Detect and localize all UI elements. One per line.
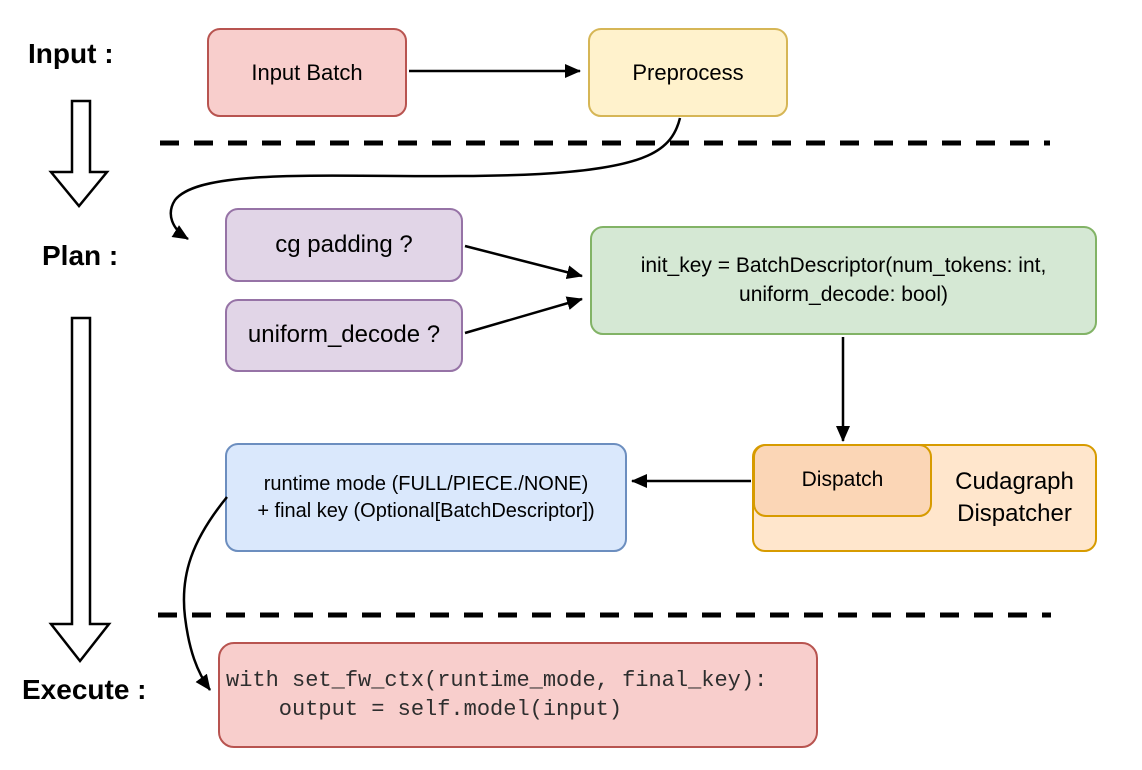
stage-arrow-input-to-plan bbox=[48, 99, 110, 208]
node-runtime-mode: runtime mode (FULL/PIECE./NONE) + final … bbox=[225, 443, 627, 552]
node-preprocess: Preprocess bbox=[588, 28, 788, 117]
node-runtime-mode-line2: + final key (Optional[BatchDescriptor]) bbox=[257, 499, 595, 522]
execute-code-line1: with set_fw_ctx(runtime_mode, final_key)… bbox=[226, 668, 768, 693]
node-cudagraph-dispatcher-label: Cudagraph Dispatcher bbox=[932, 444, 1097, 552]
execute-code-line2: output = self.model(input) bbox=[226, 697, 623, 722]
cudagraph-line1: Cudagraph bbox=[955, 467, 1074, 495]
node-preprocess-label: Preprocess bbox=[632, 59, 744, 85]
node-execute-code: with set_fw_ctx(runtime_mode, final_key)… bbox=[218, 642, 818, 748]
node-init-key: init_key = BatchDescriptor(num_tokens: i… bbox=[590, 226, 1097, 335]
node-runtime-mode-line1: runtime mode (FULL/PIECE./NONE) bbox=[263, 472, 589, 495]
node-init-key-line2: uniform_decode: bool) bbox=[739, 282, 948, 306]
stage-label-execute: Execute : bbox=[22, 674, 147, 705]
stage-label-input: Input : bbox=[28, 38, 114, 69]
node-cg-padding-label: cg padding ? bbox=[275, 230, 413, 258]
stage-arrow-plan-to-execute bbox=[48, 316, 112, 664]
node-dispatch-label: Dispatch bbox=[801, 468, 884, 492]
node-cg-padding: cg padding ? bbox=[225, 208, 463, 282]
node-input-batch: Input Batch bbox=[207, 28, 407, 117]
cudagraph-line2: Dispatcher bbox=[957, 500, 1072, 527]
node-dispatch: Dispatch bbox=[753, 444, 932, 517]
node-uniform-decode-label: uniform_decode ? bbox=[247, 321, 441, 349]
node-uniform-decode: uniform_decode ? bbox=[225, 299, 463, 372]
arrow-uniform-decode-to-init-key bbox=[464, 296, 583, 335]
node-input-batch-label: Input Batch bbox=[251, 59, 363, 85]
stage-label-plan: Plan : bbox=[42, 240, 119, 271]
arrow-cg-padding-to-init-key bbox=[464, 244, 583, 280]
node-init-key-line1: init_key = BatchDescriptor(num_tokens: i… bbox=[640, 254, 1047, 278]
